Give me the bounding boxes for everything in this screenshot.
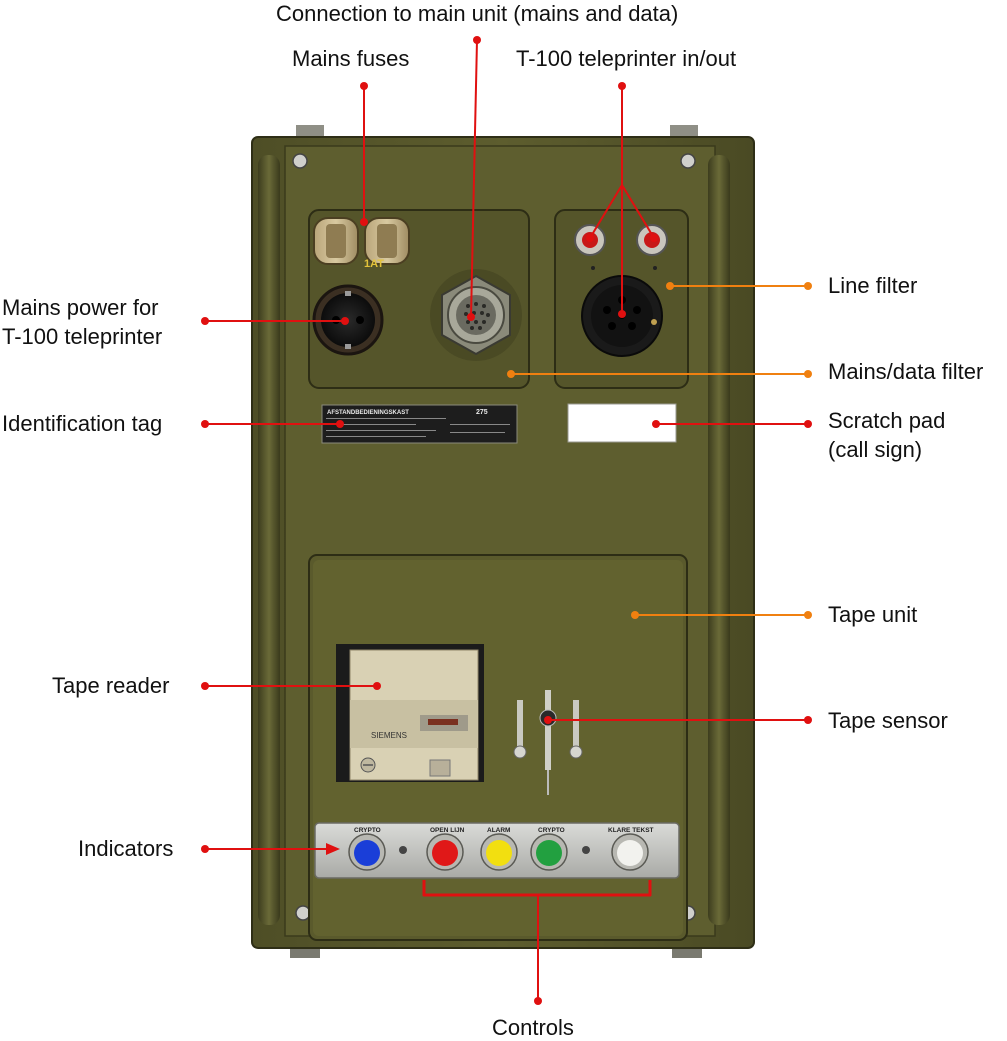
label-tape-sensor: Tape sensor — [828, 708, 948, 733]
tag-number: 275 — [476, 409, 488, 416]
fuse-rating-text: 1AT — [364, 258, 384, 270]
label-mains-fuses: Mains fuses — [292, 46, 410, 71]
label-scratch-pad-line2: (call sign) — [828, 437, 923, 462]
connection-pointer — [470, 39, 478, 318]
label-controls: Controls — [492, 1015, 574, 1040]
identification-tag: AFSTANDBEDIENINGSKAST 275 — [321, 404, 518, 444]
mains-fuses: 1AT — [313, 217, 410, 270]
tag-title: AFSTANDBEDIENINGSKAST — [327, 410, 409, 416]
label-line-filter: Line filter — [828, 273, 918, 298]
label-connection: Connection to main unit (mains and data) — [276, 1, 679, 26]
klare-tekst-label: KLARE TEKST — [608, 827, 654, 834]
label-scratch-pad-line1: Scratch pad — [828, 408, 946, 433]
label-tape-unit: Tape unit — [828, 602, 918, 627]
label-tape-reader: Tape reader — [52, 673, 170, 698]
mains-data-filter-panel: 1AT — [308, 209, 530, 389]
crypto-green-button[interactable] — [530, 833, 568, 871]
label-mains-power-line2: T-100 teleprinter — [2, 324, 163, 349]
label-indicators: Indicators — [78, 836, 174, 861]
crypto-label: CRYPTO — [538, 827, 565, 834]
indicator-blue-button[interactable] — [348, 833, 386, 871]
controls-bracket — [422, 880, 652, 1005]
alarm-yellow-button[interactable] — [480, 833, 518, 871]
alarm-label: ALARM — [487, 827, 510, 834]
label-mains-data-filter: Mains/data filter — [828, 359, 984, 384]
tape-reader: SIEMENS — [336, 644, 484, 782]
label-identification-tag: Identification tag — [2, 411, 163, 436]
pointers — [201, 36, 812, 1005]
klare-tekst-white-button[interactable] — [611, 833, 649, 871]
label-mains-power-line1: Mains power for — [2, 295, 159, 320]
main-unit-connector — [430, 269, 522, 361]
teleprinter-io-pointer — [586, 82, 658, 318]
open-lijn-label: OPEN LIJN — [430, 827, 465, 834]
tape-reader-brand: SIEMENS — [371, 731, 407, 740]
indicator-crypto-label: CRYPTO — [354, 827, 381, 834]
label-teleprinter-io: T-100 teleprinter in/out — [516, 46, 737, 71]
open-lijn-red-button[interactable] — [426, 833, 464, 871]
